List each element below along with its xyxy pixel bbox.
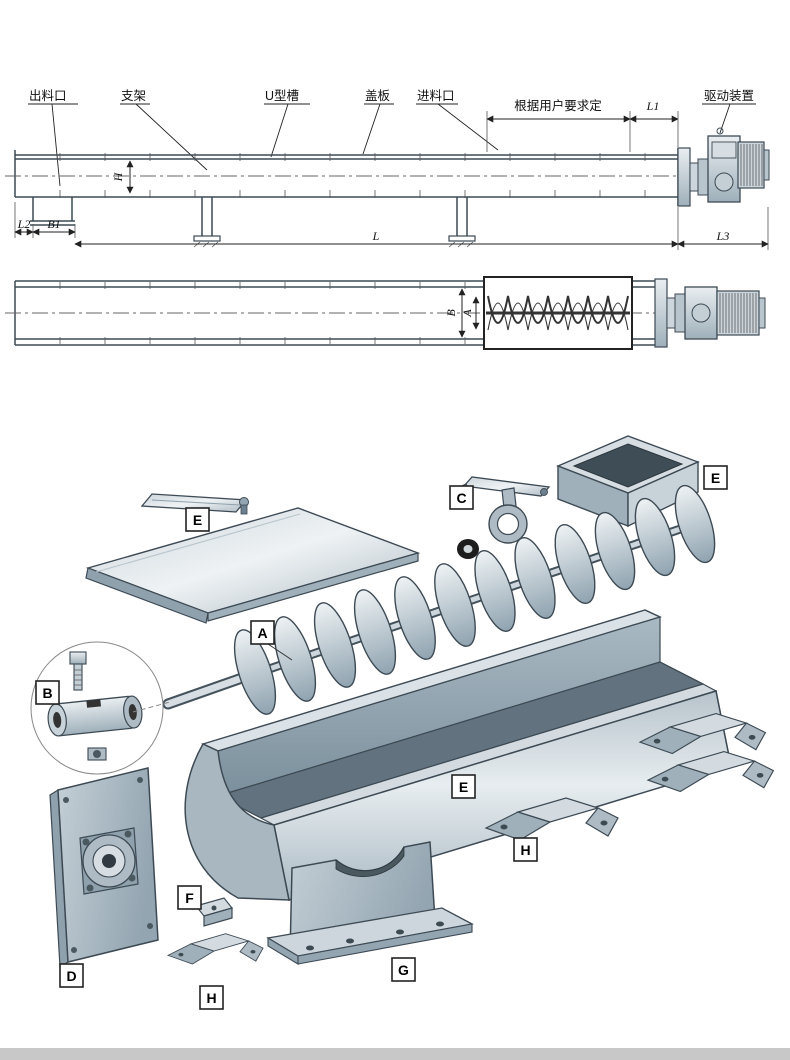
part-letter: C <box>456 490 466 506</box>
side-view: 出料口 支架 U型槽 盖板 进料口 根据用户要求定 L1 驱动装置 <box>5 89 770 250</box>
bolt-icon <box>540 488 548 496</box>
part-saddle-support <box>266 841 474 965</box>
part-label-bracket-mid: H <box>513 837 538 862</box>
leader-support <box>120 103 208 171</box>
trough-end-face <box>184 743 290 901</box>
support-leg-1 <box>193 197 221 248</box>
part-label-coupling: B <box>35 680 60 705</box>
part-letter: B <box>42 685 52 701</box>
part-letter: H <box>206 990 216 1006</box>
exploded-view: E C E A B E H D F G H <box>30 435 774 1010</box>
dim-a: A <box>460 309 474 318</box>
part-screw <box>162 484 716 715</box>
label-outlet: 出料口 <box>29 89 67 103</box>
joint-ticks-bottom <box>59 190 646 198</box>
inlet-opening <box>483 276 633 350</box>
part-cover-sheet <box>85 507 421 624</box>
label-user-requirement: 根据用户要求定 <box>514 98 602 113</box>
part-coupling-detail <box>30 641 171 775</box>
part-label-trough: E <box>451 774 476 799</box>
label-cover-plate: 盖板 <box>365 89 391 103</box>
discharge-chute <box>30 197 75 226</box>
footer-bar <box>0 1048 790 1060</box>
part-letter: A <box>257 625 267 641</box>
screw-helix-back <box>487 302 629 331</box>
dim-l2: L2 <box>17 217 31 231</box>
dim-b1: B1 <box>47 217 60 231</box>
dim-b: B <box>444 309 458 317</box>
part-clip <box>194 897 234 927</box>
part-support-bracket-bottom <box>167 933 264 965</box>
part-end-plate <box>49 767 159 969</box>
bolt-head-icon <box>69 651 87 665</box>
part-letter: G <box>398 962 409 978</box>
part-letter: F <box>185 890 194 906</box>
extension-lines-bottom <box>14 202 769 250</box>
plan-ticks-top <box>59 282 466 289</box>
plan-ticks-bottom <box>59 337 466 344</box>
joint-ticks-top <box>59 153 646 161</box>
part-label-clip: F <box>177 885 202 910</box>
shaft-sleeve-icon <box>47 695 143 737</box>
part-letter: H <box>520 842 530 858</box>
drive-unit-plan <box>654 278 766 348</box>
part-hanger-bearing <box>455 476 551 559</box>
part-letter: E <box>193 512 202 528</box>
label-u-trough: U型槽 <box>265 89 299 103</box>
leader-screw-label <box>267 643 293 661</box>
trough-body-lines <box>14 148 679 206</box>
motor-icon <box>737 141 765 189</box>
leader-drive-unit <box>702 103 756 134</box>
leader-u-trough <box>264 103 310 158</box>
dim-l: L <box>372 229 380 243</box>
part-label-hopper: E <box>703 465 728 490</box>
label-inlet: 进料口 <box>417 89 455 103</box>
leader-cover-plate <box>362 103 394 155</box>
part-letter: D <box>66 968 76 984</box>
dim-l1: L1 <box>646 99 660 113</box>
plan-view: B A <box>5 276 766 350</box>
part-label-hanger: C <box>449 485 474 510</box>
label-drive-unit: 驱动装置 <box>704 89 754 103</box>
dim-l3: L3 <box>716 229 730 243</box>
dim-h: H <box>111 171 125 182</box>
part-label-bracket-bottom: H <box>199 985 224 1010</box>
screw-flights <box>233 484 716 715</box>
leader-inlet <box>416 103 499 151</box>
part-label-end-plate: D <box>59 963 84 988</box>
label-support: 支架 <box>121 89 146 103</box>
part-label-screw: A <box>250 620 275 645</box>
part-u-trough <box>184 609 732 901</box>
leader-outlet <box>28 103 78 187</box>
part-letter: E <box>711 470 720 486</box>
drive-unit-side <box>677 127 770 207</box>
part-letter: E <box>459 779 468 795</box>
support-leg-2 <box>448 197 476 248</box>
extension-lines-top <box>486 111 679 152</box>
part-label-saddle: G <box>391 957 416 982</box>
plan-body-lines <box>14 280 655 346</box>
screw-helix-front <box>487 295 629 324</box>
bolt-shank-icon <box>73 663 83 691</box>
part-label-clamp-strip: E <box>185 507 210 532</box>
